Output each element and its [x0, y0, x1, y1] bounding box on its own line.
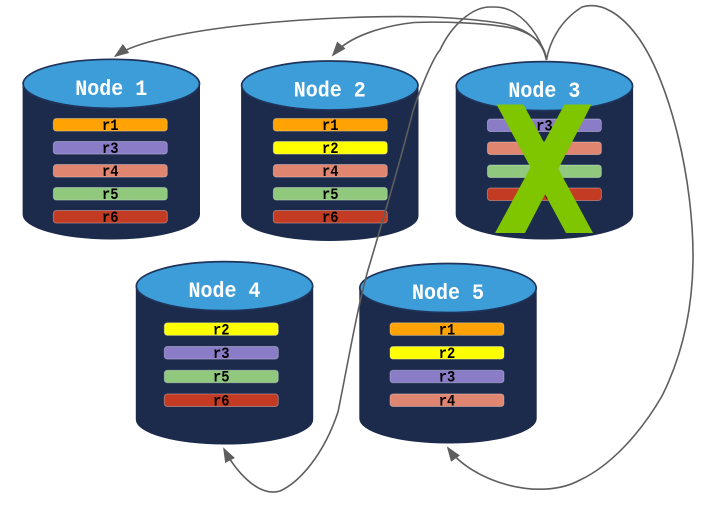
svg-text:r5: r5 — [102, 186, 119, 204]
svg-text:r6: r6 — [322, 209, 339, 227]
svg-text:r3: r3 — [213, 345, 230, 363]
svg-text:r6: r6 — [213, 392, 230, 410]
svg-text:r3: r3 — [536, 118, 553, 136]
svg-text:r6: r6 — [102, 209, 119, 227]
svg-text:r4: r4 — [102, 163, 119, 181]
svg-text:r5: r5 — [322, 186, 339, 204]
svg-text:r3: r3 — [102, 140, 119, 158]
svg-text:r2: r2 — [322, 140, 339, 158]
svg-text:Node 5: Node 5 — [412, 281, 484, 306]
svg-text:r1: r1 — [439, 321, 456, 339]
svg-text:r2: r2 — [439, 345, 456, 363]
svg-text:Node 2: Node 2 — [294, 79, 366, 104]
svg-text:r1: r1 — [102, 117, 119, 135]
svg-text:r3: r3 — [439, 369, 456, 387]
svg-text:Node 4: Node 4 — [189, 279, 261, 304]
svg-text:r1: r1 — [322, 117, 339, 135]
svg-text:r5: r5 — [213, 369, 230, 387]
svg-text:Node 1: Node 1 — [75, 77, 147, 102]
svg-text:r2: r2 — [213, 321, 230, 339]
svg-text:r4: r4 — [439, 392, 456, 410]
svg-text:r4: r4 — [322, 163, 339, 181]
svg-text:Node 3: Node 3 — [508, 79, 580, 104]
